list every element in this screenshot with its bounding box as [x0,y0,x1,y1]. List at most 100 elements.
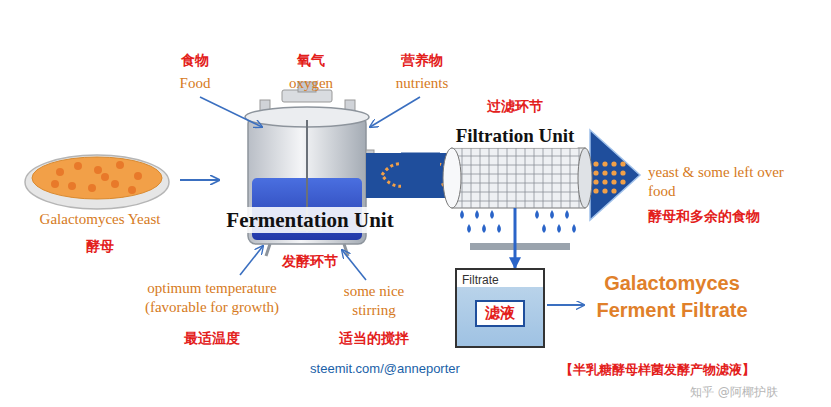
illustration-part [471,148,472,208]
flow-pipe [401,153,440,198]
input-label: 营养物 [387,52,457,70]
illustration-part [565,210,569,219]
illustration-part [467,224,471,233]
illustration-part [550,210,554,219]
illustration-part [480,148,481,208]
leader-arrow [342,250,366,280]
illustration-part [602,170,607,175]
node-label: 发酵环节 [282,253,338,271]
filtrate-container: Filtrate滤液 [455,268,545,348]
illustration-part [570,148,571,208]
illustration-part [602,161,607,166]
illustration-part [452,156,585,157]
illustration-part [51,161,142,194]
illustration-part [68,182,76,190]
filter-cylinder-end [443,148,461,208]
node-title: Galactomyces Yeast [40,210,161,229]
illustration-part [101,173,109,181]
illustration-part [602,179,607,184]
node-label: 酵母 [86,238,114,256]
leader-arrow [200,97,262,127]
illustration-part [543,148,544,208]
illustration-part [489,148,490,208]
condition-label: optimum temperature (favorable for growt… [132,279,292,317]
collector-bar [470,243,570,250]
input-label: Food [155,74,235,93]
flow-arrow [514,208,517,268]
illustration-part [490,210,494,219]
illustration-part [611,161,616,166]
waste-label: 酵母和多余的食物 [648,208,818,226]
illustration-part [525,148,526,208]
filter-cylinder [452,148,585,208]
illustration-part [452,165,585,166]
flow-arrow [180,179,219,181]
illustration-part [542,224,546,233]
illustration-part [452,183,585,184]
illustration-part [593,161,625,193]
illustration-part [460,210,464,219]
illustration-part [507,148,508,208]
yeast-stream [382,164,452,187]
illustration-part [94,166,102,174]
illustration-part [88,184,96,192]
input-label: 食物 [165,52,225,70]
product-label: 【半乳糖酵母样菌发酵产物滤液】 [560,362,825,378]
illustration-part [128,186,136,194]
illustration-part [534,148,535,208]
leader-arrow [240,246,263,275]
illustration-part [475,210,479,219]
illustration-part [498,148,499,208]
illustration-part [602,188,607,193]
input-label: 氧气 [281,52,341,70]
illustration-part [611,188,616,193]
input-label: oxygen [271,74,351,93]
illustration-part [452,148,585,208]
illustration-part [611,170,616,175]
illustration-part [593,170,598,175]
illustration-part [452,201,585,202]
illustration-part [111,180,119,188]
condition-label: 适当的搅拌 [319,330,429,348]
flow-arrow-head [590,130,640,220]
node-label: Filtration Unit [453,124,578,148]
condition-label: some nice stirring [328,282,420,320]
tank-leg [266,244,270,256]
fermentation-unit: Fermentation Unit 发酵环节 [219,95,401,280]
yeast-culture [32,157,162,199]
illustration-part [620,161,625,166]
petri-dish [25,155,169,209]
waste-label: yeast & some left over food [648,163,798,201]
source-credit: steemit.com/@anneporter [285,361,485,377]
illustration-part [462,148,463,208]
illustration-part [620,179,625,184]
node-title: 过滤环节 [487,98,543,116]
illustration-part [452,174,585,175]
illustration-part [452,192,585,193]
illustration-part [611,179,616,184]
illustration-part [552,148,553,208]
filter-cylinder-end [578,148,592,208]
illustration-part [561,148,562,208]
illustration-part [572,224,576,233]
illustration-part [620,170,625,175]
watermark: 知乎 @阿椰护肤 [690,385,820,400]
illustration-part [460,210,576,233]
node-title: Fermentation Unit [223,207,396,233]
node-title: Filtrate [462,273,499,288]
illustration-part [593,179,598,184]
illustration-part [74,162,82,170]
illustration-part [134,172,142,180]
illustration-part [116,161,124,169]
illustration-part [516,148,517,208]
illustration-part [56,168,64,176]
filtration-unit: 过滤环节 Filtration Unit [440,98,590,208]
output-arrow [547,304,584,306]
leader-arrow [370,97,420,127]
illustration-part [593,188,598,193]
product-label: Galactomyces Ferment Filtrate [587,270,757,324]
illustration-part [482,224,486,233]
illustration-part [497,224,501,233]
illustration-part [535,210,539,219]
